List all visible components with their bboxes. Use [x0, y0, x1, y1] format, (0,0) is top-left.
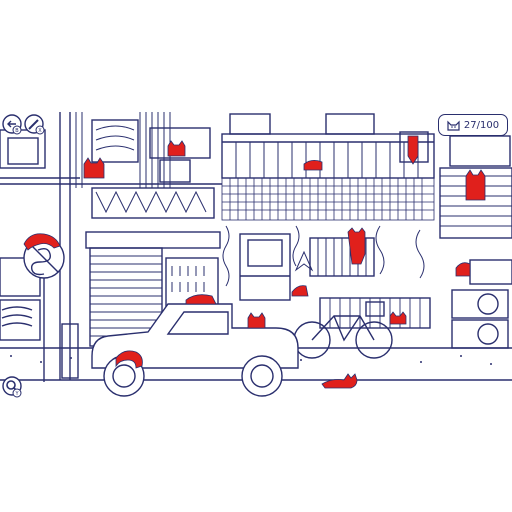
back-button-badge: B	[15, 128, 19, 134]
front-door	[239, 233, 291, 301]
cat-face-icon	[447, 120, 460, 131]
hint-button-badge: X	[38, 128, 42, 134]
pickup-truck	[91, 303, 299, 397]
cat-on-shelf[interactable]	[83, 157, 105, 179]
cat-on-wall-vine[interactable]	[347, 227, 366, 265]
cat-in-basket[interactable]	[389, 311, 407, 325]
magic-wand-icon	[28, 119, 39, 130]
picture-window	[91, 119, 139, 163]
cats-layer[interactable]	[23, 135, 486, 389]
cat-hanging-lantern[interactable]	[407, 135, 419, 165]
cats-found-count: 27/100	[463, 119, 500, 131]
cat-on-balcony-plant[interactable]	[167, 140, 186, 157]
shutter-garage	[85, 231, 221, 347]
cat-in-car[interactable]	[247, 312, 266, 329]
cat-on-roof-right[interactable]	[465, 169, 486, 201]
cat-on-sign[interactable]	[23, 233, 61, 251]
cat-on-balcony-rail[interactable]	[303, 160, 323, 171]
vines	[222, 225, 425, 287]
back-arrow-icon	[7, 120, 16, 128]
tiled-wall	[221, 177, 435, 221]
back-button[interactable]: B	[2, 114, 22, 135]
cats-found-counter[interactable]: 27/100	[438, 114, 508, 136]
hint-button[interactable]: X	[24, 114, 45, 135]
cat-on-ac-unit[interactable]	[455, 262, 471, 277]
cat-on-shutter-box[interactable]	[185, 294, 217, 305]
left-building	[0, 112, 80, 380]
cat-on-car-wheel[interactable]	[115, 350, 143, 369]
hud-top-left[interactable]: B X	[2, 114, 45, 135]
cat-on-garden-post[interactable]	[291, 285, 309, 297]
zoom-button-badge: Y	[14, 391, 19, 397]
cat-on-road[interactable]	[321, 373, 358, 389]
shop-balcony	[80, 127, 222, 219]
garden-fence	[319, 297, 431, 329]
zoom-button[interactable]: Y	[2, 376, 22, 398]
trash-can	[61, 323, 79, 379]
